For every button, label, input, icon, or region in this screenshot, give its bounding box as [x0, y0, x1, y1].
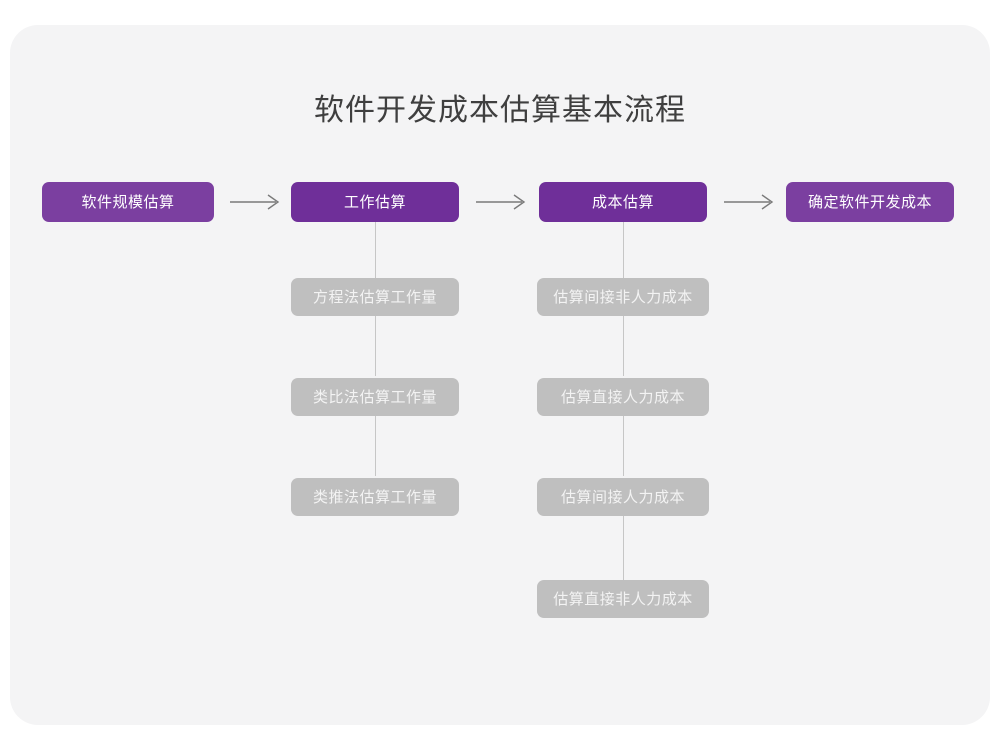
- connector-effort-1: [375, 222, 376, 278]
- page-title: 软件开发成本估算基本流程: [314, 94, 686, 127]
- substep-node-equation-method-effort[interactable]: 方程法估算工作量: [291, 278, 459, 316]
- connector-cost-4: [623, 516, 624, 580]
- substep-node-indirect-nonlabor-cost[interactable]: 估算间接非人力成本: [537, 278, 709, 316]
- stage-node-cost-estimation[interactable]: 成本估算: [539, 182, 707, 222]
- connector-effort-3: [375, 416, 376, 476]
- connector-cost-1: [623, 222, 624, 278]
- connector-effort-2: [375, 316, 376, 376]
- connector-cost-2: [623, 316, 624, 376]
- stage-node-software-scale-estimation[interactable]: 软件规模估算: [42, 182, 214, 222]
- substep-node-indirect-labor-cost[interactable]: 估算间接人力成本: [537, 478, 709, 516]
- stage-node-determine-development-cost[interactable]: 确定软件开发成本: [786, 182, 954, 222]
- stage-node-effort-estimation[interactable]: 工作估算: [291, 182, 459, 222]
- substep-node-extrapolation-method-effort[interactable]: 类推法估算工作量: [291, 478, 459, 516]
- connector-cost-3: [623, 416, 624, 476]
- substep-node-direct-labor-cost[interactable]: 估算直接人力成本: [537, 378, 709, 416]
- diagram-card: [10, 25, 990, 725]
- substep-node-analogy-method-effort[interactable]: 类比法估算工作量: [291, 378, 459, 416]
- substep-node-direct-nonlabor-cost[interactable]: 估算直接非人力成本: [537, 580, 709, 618]
